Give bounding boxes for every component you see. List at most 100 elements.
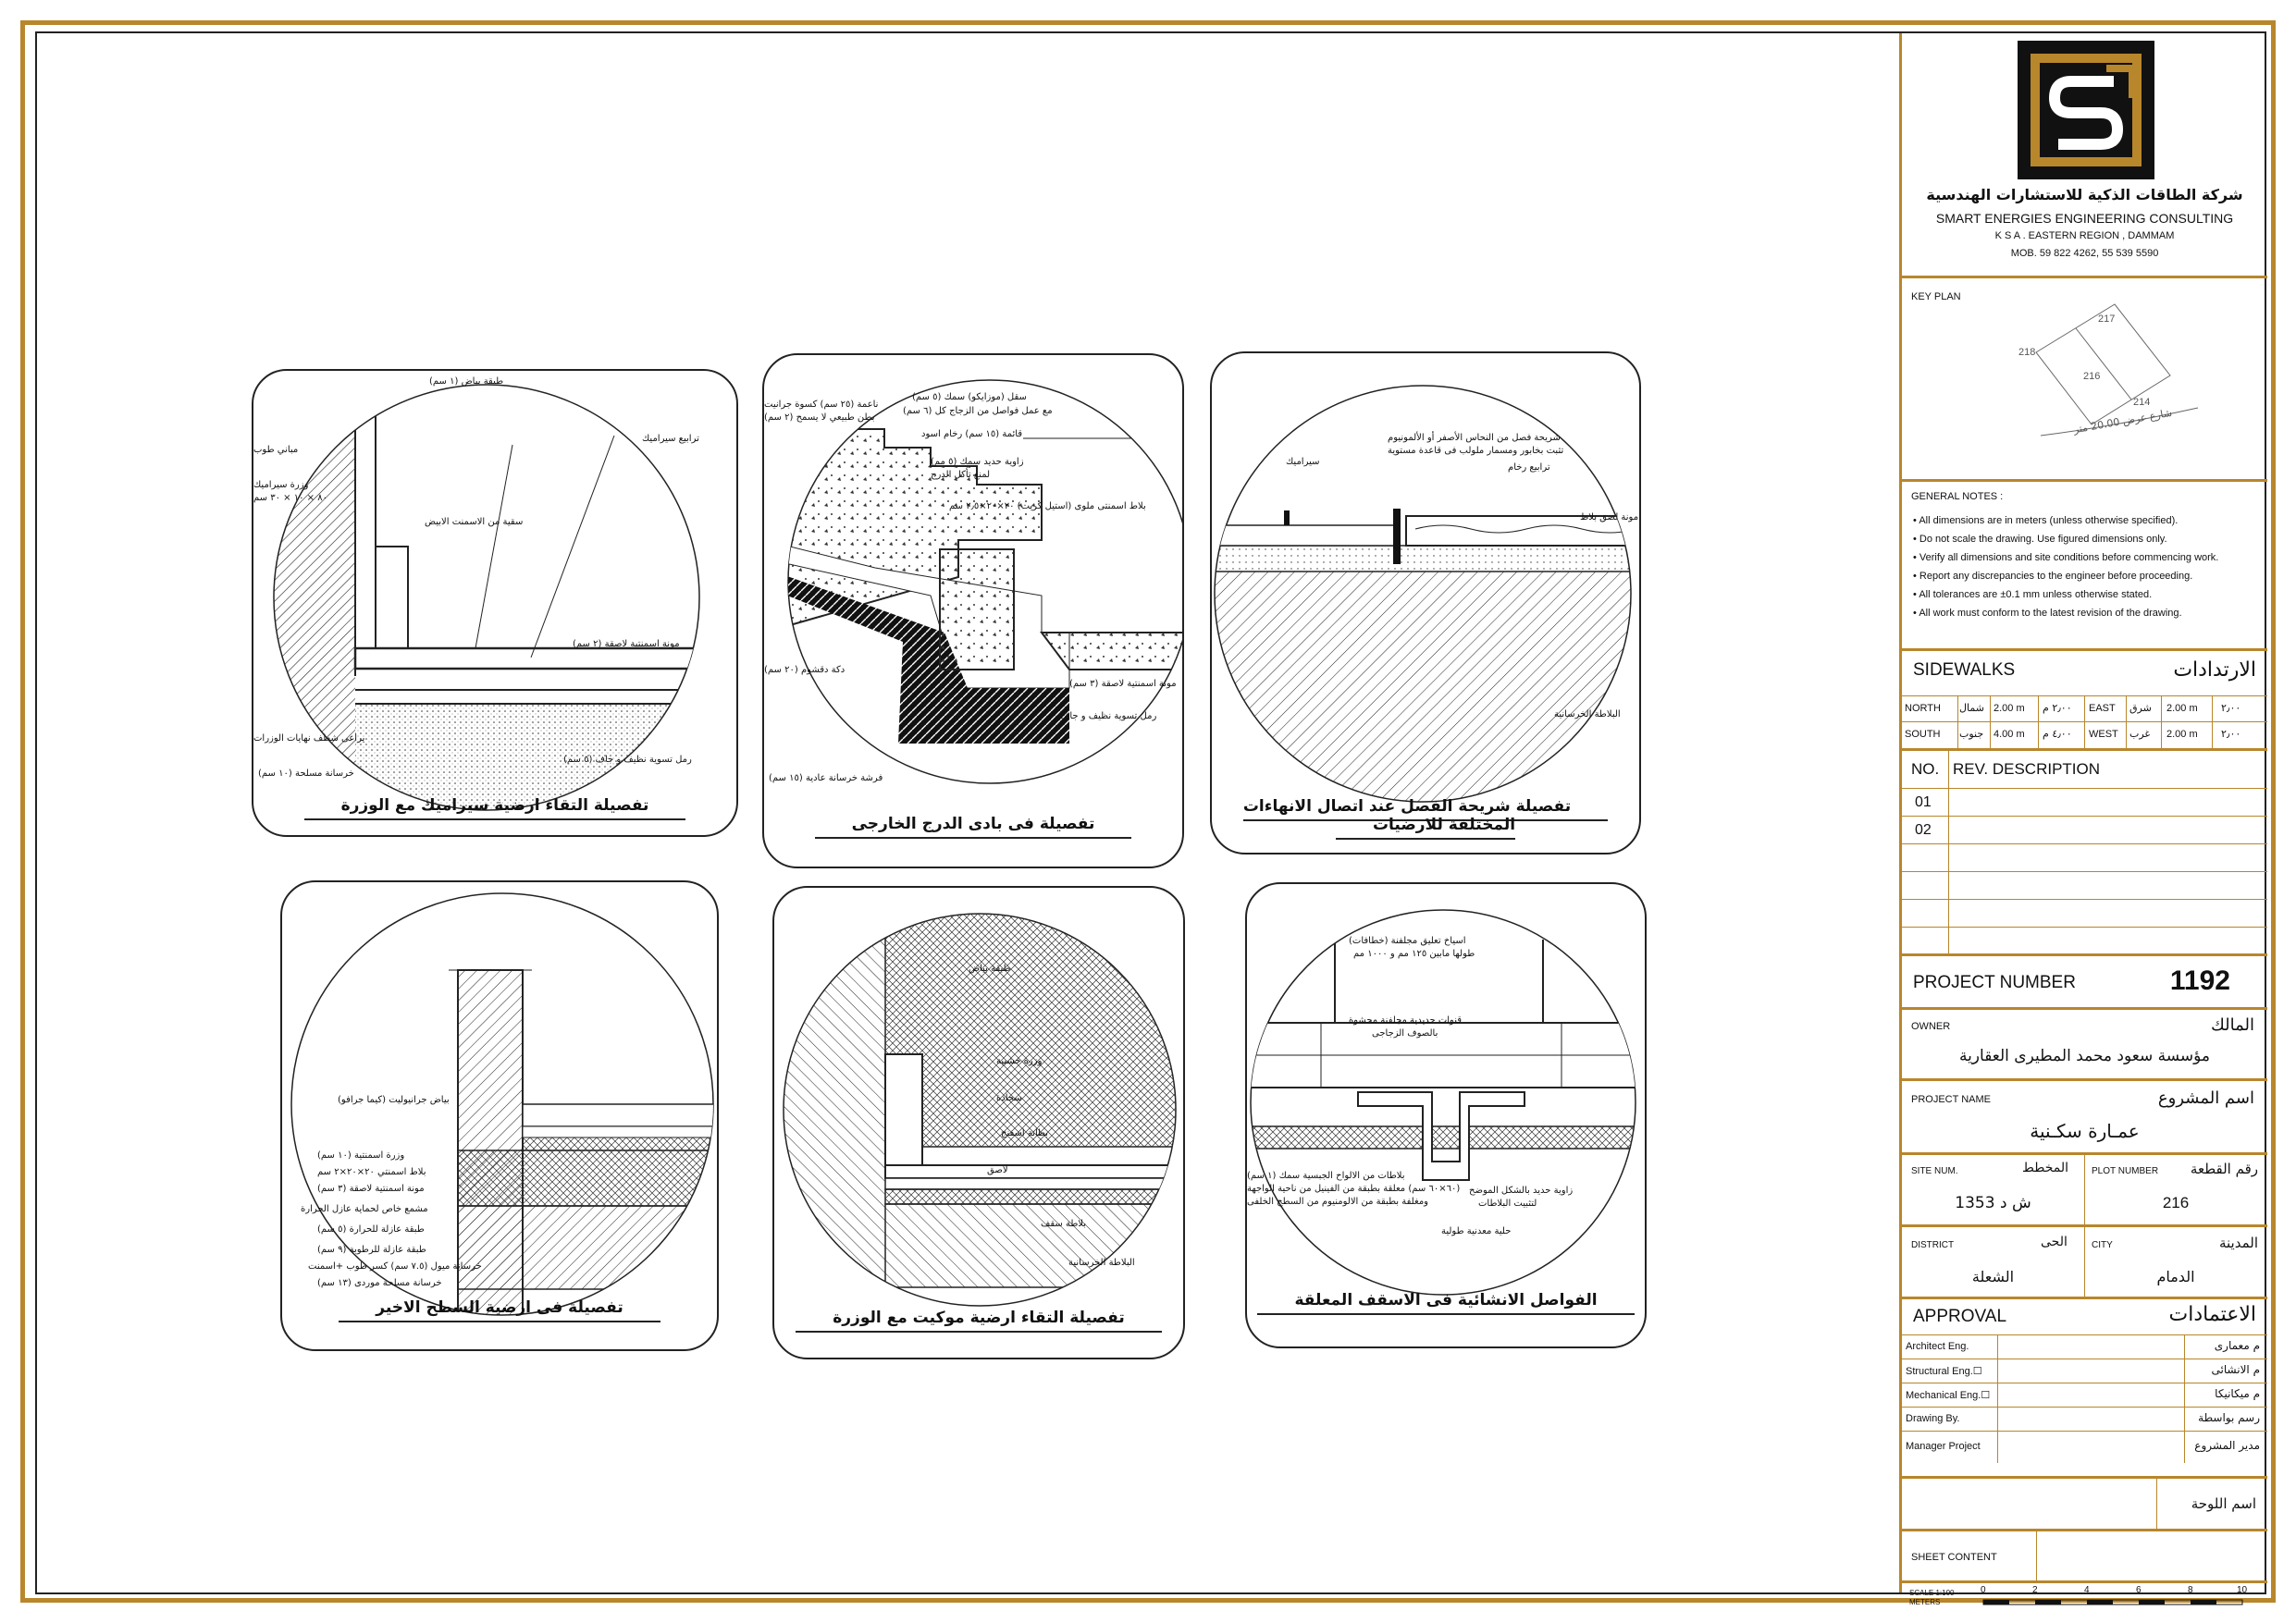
label: زاوية حديد سمك (٥ مم) (931, 457, 1024, 467)
detail-caption: تفصيلة التقاء ارضية سيراميك مع الوزرة (253, 796, 736, 820)
label: بالصوف الزجاجى (1372, 1028, 1438, 1039)
title-block: شركة الطاقات الذكية للاستشارات الهندسية … (1899, 33, 2267, 1606)
label: مونة اسمنتية لاصقة (٣ سم) (1069, 679, 1177, 689)
approval-row: Mechanical Eng.☐م ميكانيكا (1902, 1383, 2267, 1408)
sidewalks-row-south: SOUTH جنوب 4.00 m ٤٫٠٠ م WEST غرب 2.00 m… (1902, 721, 2267, 748)
district-label-ar: الحى (2041, 1235, 2068, 1249)
company-location: K S A . EASTERN REGION , DAMMAM (1994, 230, 2175, 241)
city-label-ar: المدينة (2218, 1235, 2258, 1251)
project-name-label-ar: اسم المشروع (2157, 1088, 2254, 1108)
label: (٦٠×٦٠ سم) معلقة بطبقة من الفينيل من ناح… (1247, 1184, 1461, 1194)
scale-unit: METERS (1909, 1598, 1941, 1606)
label: يراعى شطف نهايات الوزرات (253, 733, 365, 744)
scale-tick: 4 (2084, 1585, 2090, 1595)
detail-drawing-ceiling (1250, 909, 1636, 1296)
label: سيراميك (1286, 457, 1320, 467)
general-notes-list: • All dimensions are in meters (unless o… (1913, 511, 2218, 622)
district-value: الشعلة (1971, 1268, 2015, 1285)
label: سجادة (996, 1093, 1022, 1103)
plot-label-214: 214 (2133, 397, 2151, 408)
detail-panel-floor-divider[interactable]: شريحة فصل من النحاس الأصفر أو الألمونيوم… (1210, 351, 1641, 855)
revisions-section: NO. REV. DESCRIPTION 01 02 (1902, 751, 2267, 956)
site-num-value: ش د 1353 (1955, 1194, 2031, 1212)
label: مونة لصق بلاط (1580, 512, 1639, 523)
detail-panel-stair[interactable]: ناعمة (٢٥ سم) كسوة جرانيت سقل (موزايكو) … (762, 353, 1184, 868)
rev-row: 02 (1902, 816, 2267, 844)
city-value: الدمام (2156, 1268, 2195, 1285)
scale-tick: 8 (2188, 1585, 2193, 1595)
label: وزرة سيراميك (253, 480, 309, 490)
detail-caption: تفصيلة فى بادى الدرج الخارجى (764, 815, 1182, 839)
city-label: CITY (2092, 1240, 2113, 1250)
sidewalks-row-north: NORTH شمال 2.00 m ٢٫٠٠ م EAST شرق 2.00 m… (1902, 695, 2267, 722)
site-num-label-ar: المخطط (2022, 1161, 2069, 1175)
approval-title-en: APPROVAL (1913, 1307, 2007, 1326)
label: ٨٠ × ١٠ × ٣٠ سم (253, 493, 327, 503)
label: اسياخ تعليق مجلفنة (خطافات) (1349, 936, 1466, 946)
label: خرسانة مسلحة (١٠ سم) (258, 768, 354, 779)
company-mobile: MOB. 59 822 4262, 55 539 5590 (2010, 248, 2159, 259)
approval-row: Structural Eng.☐م الانشائى (1902, 1359, 2267, 1383)
label: مونة اسمنتية لاصقة (٣ سم) (317, 1184, 425, 1194)
label: طبقة عازلة للحرارة (٥ سم) (317, 1224, 425, 1235)
label: البلاطة الخرسانية (1068, 1258, 1135, 1268)
label: بلاطات من الالواح الجبسية سمك (١ سم) (1247, 1171, 1405, 1181)
plot-number-label: PLOT NUMBER (2092, 1166, 2159, 1176)
plot-number-label-ar: رقم القطعة (2190, 1161, 2258, 1177)
label: طولها مابين ١٢٥ مم و ١٠٠٠ مم (1353, 949, 1475, 959)
detail-caption: تفصيلة شريحة الفصل عند اتصال الانهاءات ا… (1212, 797, 1639, 840)
project-number-value: 1192 (2169, 965, 2230, 996)
key-plan-drawing (2035, 303, 2199, 436)
project-number-section: PROJECT NUMBER 1192 (1902, 956, 2267, 1010)
sheet-name-section: اسم اللوحة (1902, 1479, 2267, 1531)
approval-section: APPROVAL الاعتمادات Architect Eng.م معما… (1902, 1299, 2267, 1479)
detail-drawing-roof (290, 892, 714, 1316)
note-item: • Report any discrepancies to the engine… (1913, 571, 2193, 582)
sheet-content-label: SHEET CONTENT (1911, 1552, 1997, 1563)
note-item: • All work must conform to the latest re… (1913, 608, 2182, 619)
scale-bar (1982, 1599, 2243, 1605)
owner-label: OWNER (1911, 1021, 1951, 1032)
plot-label-216: 216 (2083, 371, 2101, 382)
label: حلية معدنية طولية (1441, 1226, 1512, 1236)
scale-tick: 2 (2032, 1585, 2038, 1595)
label: خرسانة ميول (٧.٥ سم) كسر طوب +اسمنت (308, 1261, 482, 1272)
note-item: • Verify all dimensions and site conditi… (1913, 552, 2219, 563)
detail-panel-carpet-skirting[interactable]: طبقة بياض وزرة خشبية سجادة بطانة اسفنج ل… (772, 886, 1185, 1359)
detail-panel-roof[interactable]: بياض جرانيوليت (كيما جرافو) وزرة اسمنتية… (280, 880, 719, 1351)
label: ترابيع سيراميك (642, 434, 699, 444)
note-item: • All dimensions are in meters (unless o… (1913, 515, 2179, 526)
label: مباني طوب (253, 445, 299, 455)
rev-row: 01 (1902, 788, 2267, 817)
label: ناعمة (٢٥ سم) كسوة جرانيت (764, 400, 879, 410)
owner-value: مؤسسة سعود محمد المطيرى العقارية (1958, 1047, 2211, 1065)
label: طبقة عازلة للرطوبة (٩ سم) (317, 1245, 426, 1255)
plot-number-value: 216 (2162, 1194, 2190, 1211)
sheet-border-inner (35, 31, 2266, 1594)
label: بلاط اسمنتي ٢٠×٢٠×٢ سم (317, 1167, 426, 1177)
detail-drawing-stair (787, 379, 1182, 784)
label: قنوات حديدية مجلفنة محشوة (1349, 1015, 1462, 1026)
key-plan-title: KEY PLAN (1911, 291, 1961, 302)
rev-row (1902, 843, 2267, 872)
label: بياض جرانيوليت (كيما جرافو) (338, 1095, 450, 1105)
project-name-value: عمـارة سكـنية (2030, 1120, 2140, 1142)
scale-tick: 10 (2237, 1585, 2248, 1595)
site-num-label: SITE NUM. (1911, 1166, 1958, 1176)
rev-desc-header: REV. DESCRIPTION (1953, 760, 2101, 778)
detail-panel-ceramic-skirting[interactable]: طبقة بياض (١ سم) ترابيع سيراميك مباني طو… (252, 369, 738, 837)
general-notes-section: GENERAL NOTES : • All dimensions are in … (1902, 482, 2267, 651)
key-plan-section: KEY PLAN 217 218 216 214 شارع عرض 20.00 … (1902, 278, 2267, 482)
label: مع عمل فواصل من الزجاج كل (٦ سم) (903, 406, 1053, 416)
label: بطانة اسفنج (1001, 1128, 1049, 1138)
detail-panel-ceiling-joints[interactable]: اسياخ تعليق مجلفنة (خطافات) طولها مابين … (1245, 882, 1647, 1348)
note-item: • Do not scale the drawing. Use figured … (1913, 534, 2167, 545)
label: سقية من الاسمنت الابيض (425, 517, 524, 527)
district-city-section: DISTRICT الحى الشعلة CITY المدينة الدمام (1902, 1227, 2267, 1299)
scale-tick: 6 (2136, 1585, 2142, 1595)
company-section: شركة الطاقات الذكية للاستشارات الهندسية … (1902, 33, 2267, 278)
plot-label-217: 217 (2098, 314, 2116, 325)
label: طبقة بياض (١ سم) (429, 376, 504, 387)
approval-row: Architect Eng.م معمارى (1902, 1334, 2267, 1359)
